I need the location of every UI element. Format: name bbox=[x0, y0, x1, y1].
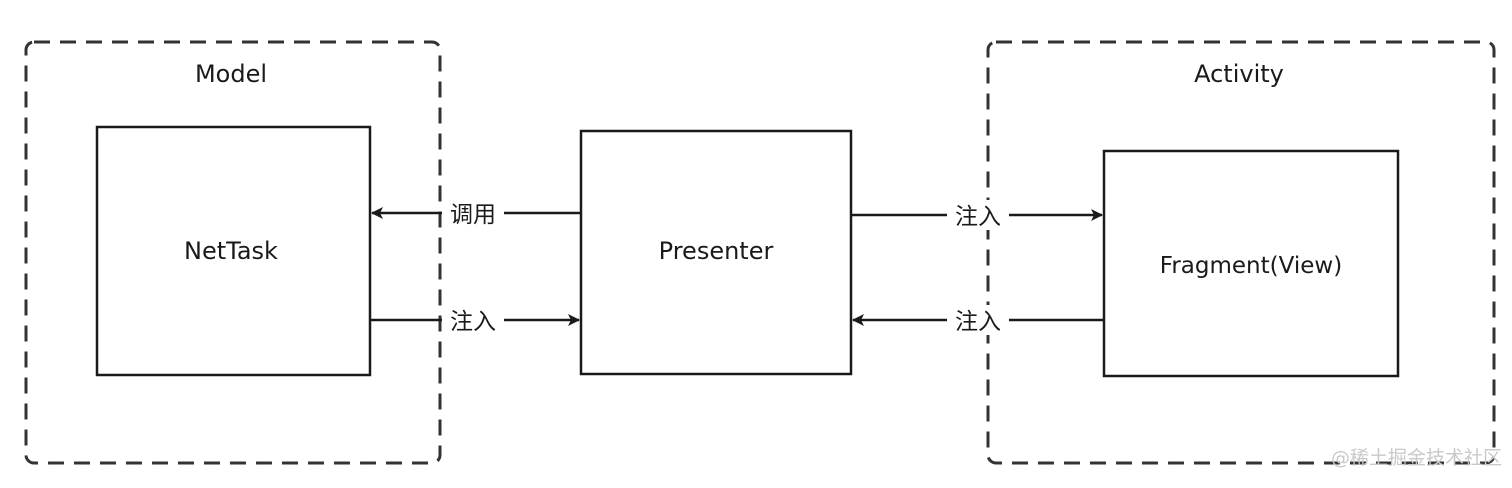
arrow-label-call: 调用 bbox=[450, 202, 496, 228]
arrow-label-bg bbox=[947, 200, 1009, 230]
arrow-label-inject: 注入 bbox=[450, 309, 496, 335]
arrow-label-bg bbox=[442, 305, 504, 335]
model-container-label: Model bbox=[195, 60, 267, 88]
watermark-text: @稀土掘金技术社区 bbox=[1330, 447, 1502, 469]
arrow-label-inject: 注入 bbox=[955, 204, 1001, 230]
nettask-box bbox=[95, 125, 372, 377]
nettask-label: NetTask bbox=[184, 237, 278, 265]
activity-container-label: Activity bbox=[1194, 60, 1284, 88]
model-container bbox=[24, 40, 442, 465]
presenter-label: Presenter bbox=[659, 237, 774, 265]
fragment-box bbox=[1102, 149, 1400, 378]
fragment-label: Fragment(View) bbox=[1160, 253, 1342, 279]
arrow-label-bg bbox=[442, 198, 504, 228]
presenter-box bbox=[579, 129, 853, 376]
activity-container bbox=[986, 40, 1496, 465]
arrow-label-bg bbox=[947, 305, 1009, 335]
arrow-label-inject: 注入 bbox=[955, 309, 1001, 335]
